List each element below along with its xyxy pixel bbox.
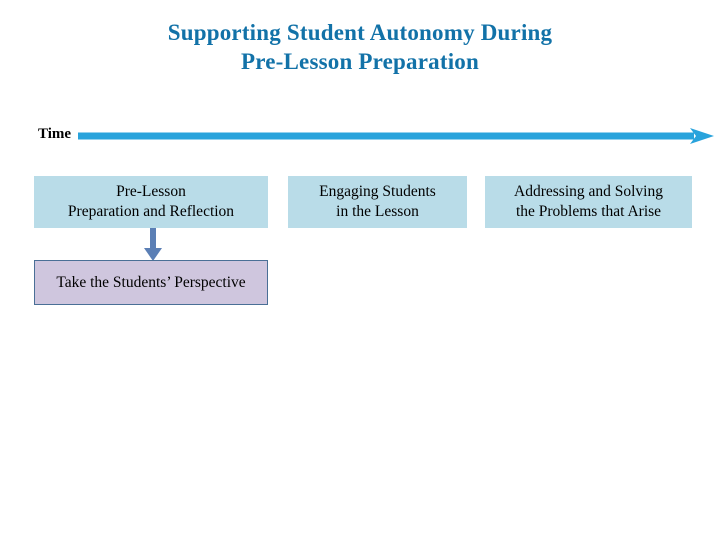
phase-box-text: Engaging Students in the Lesson [319, 182, 436, 222]
phase-box-text: Addressing and Solving the Problems that… [514, 182, 663, 222]
phase-box-line-1: Addressing and Solving [514, 183, 663, 200]
phase-box-line-1: Engaging Students [319, 183, 436, 200]
page-title-line-2: Pre-Lesson Preparation [241, 49, 479, 74]
detail-box-label: Take the Students’ Perspective [56, 273, 246, 291]
right-arrow-icon [78, 128, 714, 144]
down-arrow-icon [144, 228, 162, 261]
phase-box-line-2: Preparation and Reflection [67, 203, 235, 220]
detail-box-take-the-students-perspective[interactable]: Take the Students’ Perspective [34, 260, 268, 305]
phase-box-pre-lesson-preparation-and-reflection[interactable]: Pre-Lesson Preparation and Reflection [34, 176, 268, 228]
timeline: Time [0, 124, 720, 152]
phase-box-line-2: in the Lesson [336, 203, 419, 220]
phase-box-line-2: the Problems that Arise [515, 203, 662, 220]
phase-box-line-1: Pre-Lesson [116, 183, 186, 200]
phase-box-engaging-students-in-the-lesson[interactable]: Engaging Students in the Lesson [288, 176, 467, 228]
phase-box-addressing-and-solving-the-problems-that-arise[interactable]: Addressing and Solving the Problems that… [485, 176, 692, 228]
phase-box-text: Pre-Lesson Preparation and Reflection [68, 182, 234, 222]
timeline-label: Time [38, 126, 72, 142]
page-title: Supporting Student Autonomy During Pre-L… [60, 18, 660, 76]
page-title-line-1: Supporting Student Autonomy During [167, 20, 553, 45]
